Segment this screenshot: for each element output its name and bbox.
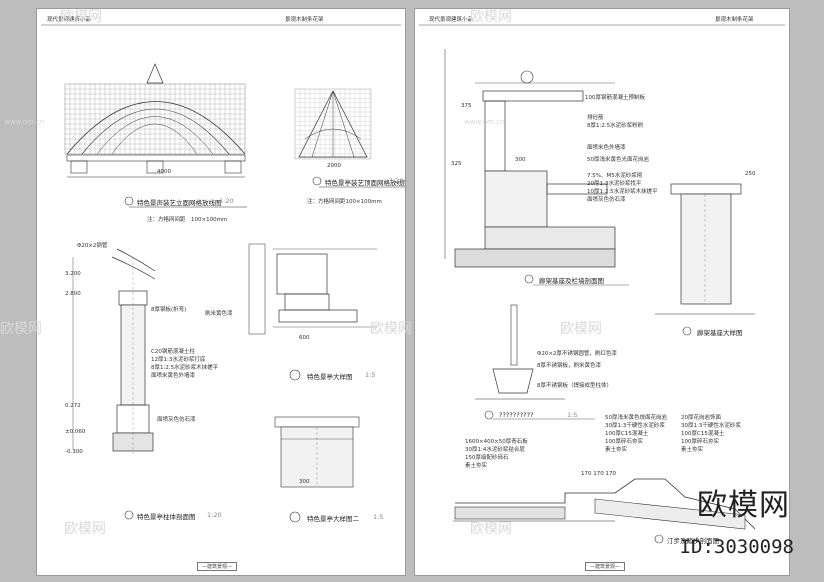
fig4-caption: 特色景亭装艺顶面网格放线图 (325, 179, 406, 187)
base-detail-drawing (655, 183, 755, 315)
fig2-scale: 1:5 (365, 371, 376, 379)
fig3b-scale: 1:5 (373, 513, 384, 521)
stepping-stone-section-drawing (453, 478, 756, 544)
dim-300: 300 (515, 157, 526, 163)
left-drawing-sheet: 现代景观建筑小品 景观木制条花架 (36, 8, 406, 576)
fig1-caption: 特色景亭柱体剖面图 (137, 513, 196, 521)
pave-layer-3: 100厚C15混凝土 (605, 431, 649, 437)
note-finish: 10厚1:2.5水泥砂浆木抹搓平 (587, 189, 658, 195)
note-gray: 面喷灰色仿石漆 (157, 417, 196, 423)
pave-layer-2: 30厚1:3干硬性水泥砂浆 (605, 423, 665, 429)
watermark: 欧模网 (560, 321, 602, 337)
note-precast-slab: 100厚钢筋混凝土预制板 (585, 95, 645, 101)
left-footer: —建筑景观— (197, 562, 238, 571)
note-rebar: 排砼筋 (587, 115, 604, 121)
fig4-caption: ?????????? (499, 411, 534, 419)
fig3b-caption: 特色景亭大样图二 (307, 515, 359, 523)
column-section-drawing (72, 248, 156, 454)
fig1-scale: 1:20 (207, 511, 222, 519)
right-header-title: 现代景观建筑小品 (429, 17, 474, 23)
dim-375: 375 (461, 103, 472, 109)
step-layer-4: 素土夯实 (465, 463, 488, 469)
dim-4000: 4000 (157, 169, 171, 175)
brand-logo-text: 欧模网 (697, 488, 790, 523)
note-gray: 面喷灰色仿石漆 (587, 197, 626, 203)
steel-note-1: Φ20×2厚不锈钢圆管，刷红色漆 (537, 351, 617, 357)
pave-layer-1: 50厚浅米黄色烧面花岗岩 (605, 415, 667, 421)
elevation-3200: 3.200 (65, 271, 81, 277)
pave-layer-4: 100厚碎石夯实 (605, 439, 643, 445)
watermark: 欧模网 (64, 521, 106, 537)
pave-layer-6: 20厚花岗岩饰面 (681, 415, 721, 421)
elevation-0060: ±0.060 (65, 429, 86, 435)
elevation-grid-drawing (64, 83, 246, 155)
note-leveling: 20厚1:3水泥砂浆找平 (587, 181, 642, 187)
step-layer-1: 1600×400×50厚青石板 (465, 439, 528, 445)
right-header-subtitle: 景观木制条花架 (715, 17, 754, 23)
steel-note-3: 8厚不锈钢板（焊接成型柱体） (537, 383, 613, 389)
fig3-caption: 汀步及踏步剖面图 (667, 537, 719, 545)
fig4-scale: 1:20 (389, 177, 404, 185)
note-steel-plate: 8厚钢板(折弯) (151, 307, 187, 313)
note-plaster: 8厚1:2.5水泥砂浆粉刷 (587, 123, 644, 129)
watermark: 欧模网 (0, 321, 42, 337)
pave-layer-10: 素土夯实 (681, 447, 704, 453)
base-wall-section-drawing (444, 49, 616, 268)
note-c20: C20钢筋混凝土柱 (151, 349, 195, 355)
fig4-note: 注：方格网间距100×100mm (307, 199, 382, 205)
right-footer: —建筑景观— (585, 562, 626, 571)
fig3-note: 注：方格网间距 100×100mm (147, 217, 228, 223)
dim-325: 325 (451, 161, 462, 167)
steel-note-2: 8厚不锈钢板，刷米黄色漆 (537, 363, 602, 369)
watermark-url: www.om.cn (4, 118, 45, 126)
left-header-title: 现代景观建筑小品 (47, 17, 92, 23)
step-layer-2: 30厚1:4水泥砂浆结合层 (465, 447, 525, 453)
note-paint: 刷米黄色漆 (205, 311, 233, 317)
watermark-url: www.om.cn (464, 118, 505, 126)
watermark: 欧模网 (470, 9, 512, 25)
watermark: 欧模网 (370, 321, 412, 337)
note-paint: 面喷米色外墙漆 (587, 145, 626, 151)
fig1-caption: 廊架基座及栏墙剖面图 (539, 277, 604, 285)
fig4-scale: 1:5 (567, 411, 578, 419)
left-header-subtitle: 景观木制条花架 (285, 17, 324, 23)
pave-layer-5: 素土夯实 (605, 447, 628, 453)
step-dims: 170 170 170 (581, 471, 616, 477)
elevation-0272: 0.272 (65, 403, 81, 409)
note-granite: 50厚浅米黄色光面花岗岩 (587, 157, 649, 163)
note-mortar: 12厚1:3水泥砂浆打底 (151, 357, 206, 363)
note-masonry: 7.5%、M5水泥砂浆砌 (587, 173, 643, 179)
elevation-2800: 2.800 (65, 291, 81, 297)
elevation-0300: -0.300 (65, 449, 83, 455)
right-drawing-sheet: 现代景观建筑小品 景观木制条花架 (414, 8, 790, 576)
watermark: 欧模网 (470, 521, 512, 537)
watermark: 欧模网 (60, 9, 102, 25)
step-layer-3: 150厚级配砂砾石 (465, 455, 509, 461)
pavilion-detail-two-drawing (274, 416, 360, 488)
pave-layer-8: 100厚C15混凝土 (681, 431, 725, 437)
fig2-caption: 特色景亭大样图 (307, 373, 353, 381)
dim-600: 600 (299, 335, 310, 341)
pave-layer-9: 100厚碎石夯实 (681, 439, 719, 445)
dim-2000: 2000 (327, 163, 341, 169)
dim-250: 250 (745, 171, 756, 177)
fig3-scale: 1:20 (219, 197, 234, 205)
pave-layer-7: 30厚1:3干硬性水泥砂浆 (681, 423, 741, 429)
steel-tube-label: Φ20×2钢管 (77, 243, 108, 249)
pavilion-detail-drawing (248, 243, 377, 335)
note-finish: 8厚1:2.5水泥砂浆木抹搓平 (151, 365, 219, 371)
right-drawings (419, 24, 785, 544)
brand-id: ID:3030098 (679, 536, 794, 558)
fig2-caption: 廊架基座大样图 (697, 329, 743, 337)
note-paint2: 面喷米黄色外墙漆 (151, 373, 196, 379)
left-drawings (41, 24, 405, 523)
dim-300: 300 (299, 479, 310, 485)
fig3-caption: 特色景声装艺立面网格放线图 (137, 199, 222, 207)
steel-post-drawing (475, 304, 595, 420)
